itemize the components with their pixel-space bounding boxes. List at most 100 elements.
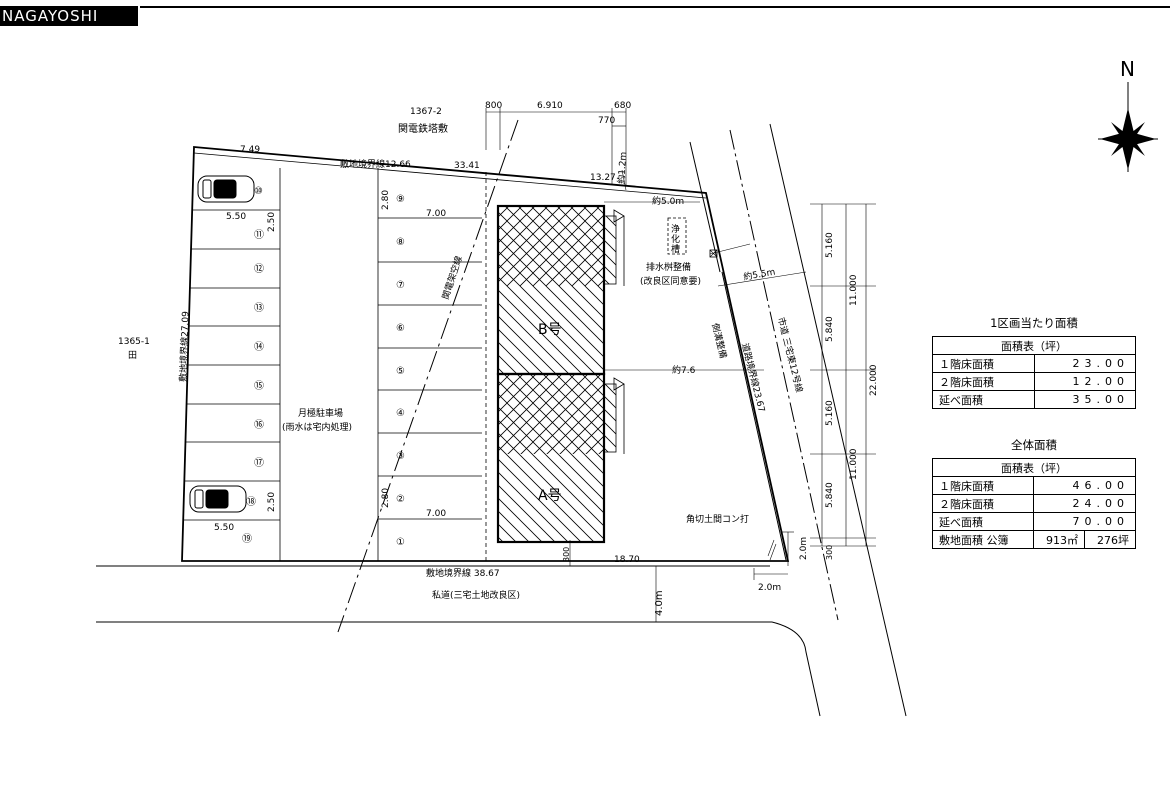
bottom-len: 18.70 [614,555,640,565]
stall-width-2-top: 2.80 [381,190,391,210]
stall-number: ① [396,537,405,548]
row-value: 23.00 [1033,354,1136,373]
neighbor-top-name: 関電鉄塔敷 [398,122,448,135]
stall-number: ② [396,494,405,505]
right-dim-4: 5.840 [825,482,835,508]
table-header: 面積表（坪） [932,336,1136,355]
bottom-boundary-label: 敷地境界線 38.67 [426,567,500,579]
stall-number: ⑦ [396,280,405,291]
stall-number: ⑤ [396,366,405,377]
top-boundary-double [193,152,707,199]
site-area-m2: 913㎡ [1033,530,1085,549]
dist-top: 約5.0m [652,195,684,207]
stall-depth-2-top: 7.00 [426,209,446,219]
stall-number: ⑯ [254,419,264,431]
row-value: 24.00 [1033,494,1136,513]
stall-number: ⑥ [396,323,405,334]
stall-number: ⑩ [254,186,263,197]
ditch-label: 側溝整備 [709,322,729,360]
powerline [337,119,519,633]
septic-label-3: 槽 [671,243,680,255]
house-b-label: B号 [538,322,562,338]
top-len-c: 13.27 [590,173,616,183]
building-a [496,372,617,544]
neighbor-top-code: 1367-2 [410,107,442,117]
powerline-label: 関電架空線 [439,254,464,301]
right-dim-5: 300 [825,545,834,560]
left-boundary-label: 敷地境界線27.09 [177,311,191,382]
row-value: 12.00 [1033,372,1136,391]
car-icon [189,485,247,513]
road-dist: 約5.5m [742,266,776,283]
top-len-a: 7.49 [240,145,260,155]
table-caption: 1区画当たり面積 [990,316,1078,330]
entry-marker-icon [613,209,625,223]
brand-logo: NAGAYOSHI [0,6,138,26]
right-total-2: 11.000 [849,448,859,480]
right-total-3: 22.000 [869,364,879,396]
drain-basin-icon [709,249,718,258]
row-label: １階床面積 [932,476,1034,495]
corner-dim-2: 2.0m [799,537,809,560]
septic-tank [667,217,687,255]
dim-top-4: 770 [598,116,615,126]
row-value: 35.00 [1033,390,1136,409]
top-boundary-label: 敷地境界線12.66 [340,158,411,170]
dim-top-3: 680 [614,101,631,111]
stall-number: ⑰ [254,457,264,469]
stall-number: ⑮ [254,380,264,392]
dist-mid: 約7.6 [672,364,696,376]
north-label: N [1120,57,1135,81]
stall-number: ⑫ [254,263,264,275]
site-area-label: 敷地面積 公簿 [932,530,1034,549]
table-header: 面積表（坪） [932,458,1136,477]
site-area-tsubo: 276坪 [1084,530,1136,549]
row-label: 延べ面積 [932,390,1035,409]
row-label: ２階床面積 [932,494,1034,513]
header-rule [140,6,1170,8]
row-label: ２階床面積 [932,372,1035,391]
stall-number: ④ [396,408,405,419]
corner-label: 角切土間コン打 [686,513,749,525]
right-dim-2: 5.840 [825,316,835,342]
stall-depth-top: 5.50 [226,212,246,222]
north-arrow-icon: N [1098,57,1158,172]
bottom-small: 300 [562,547,571,562]
top-len-b: 33.41 [454,161,480,171]
right-dim-3: 5.160 [825,400,835,426]
parking-note: (雨水は宅内処理) [282,421,352,433]
right-parking-column [377,168,482,561]
entry-marker-icon [613,377,625,391]
dim-top-1: 800 [485,101,502,111]
private-road-label: 私道(三宅土地改良区) [432,589,520,601]
table-caption: 全体面積 [1011,438,1057,452]
car-icon [197,175,255,203]
row-label: １階床面積 [932,354,1035,373]
road-width: 4.0m [654,590,665,616]
stall-number: ⑪ [254,229,264,241]
parking-label: 月極駐車場 [298,407,343,419]
stall-number: ⑱ [246,496,256,508]
stall-number: ③ [396,451,405,462]
stall-number: ⑨ [396,194,405,205]
stall-number: ⑬ [254,302,264,314]
stall-number: ⑲ [242,533,252,545]
drain-note: (改良区同意要) [640,275,701,287]
drain-label: 排水桝整備 [646,261,691,273]
stall-number: ⑭ [254,341,264,353]
row-value: 46.00 [1033,476,1136,495]
row-label: 延べ面積 [932,512,1034,531]
stall-width-bottom: 2.50 [267,492,277,512]
stall-depth-bottom: 5.50 [214,523,234,533]
stall-width-top: 2.50 [267,212,277,232]
corner-dim-1: 2.0m [758,583,781,593]
building-b [496,204,617,376]
dimension-lines [485,108,876,622]
house-a-label: A号 [538,488,562,504]
septic-label-2: 化 [671,233,680,245]
top-setback: 約1.2m [615,151,629,184]
left-parking-column [184,168,281,561]
